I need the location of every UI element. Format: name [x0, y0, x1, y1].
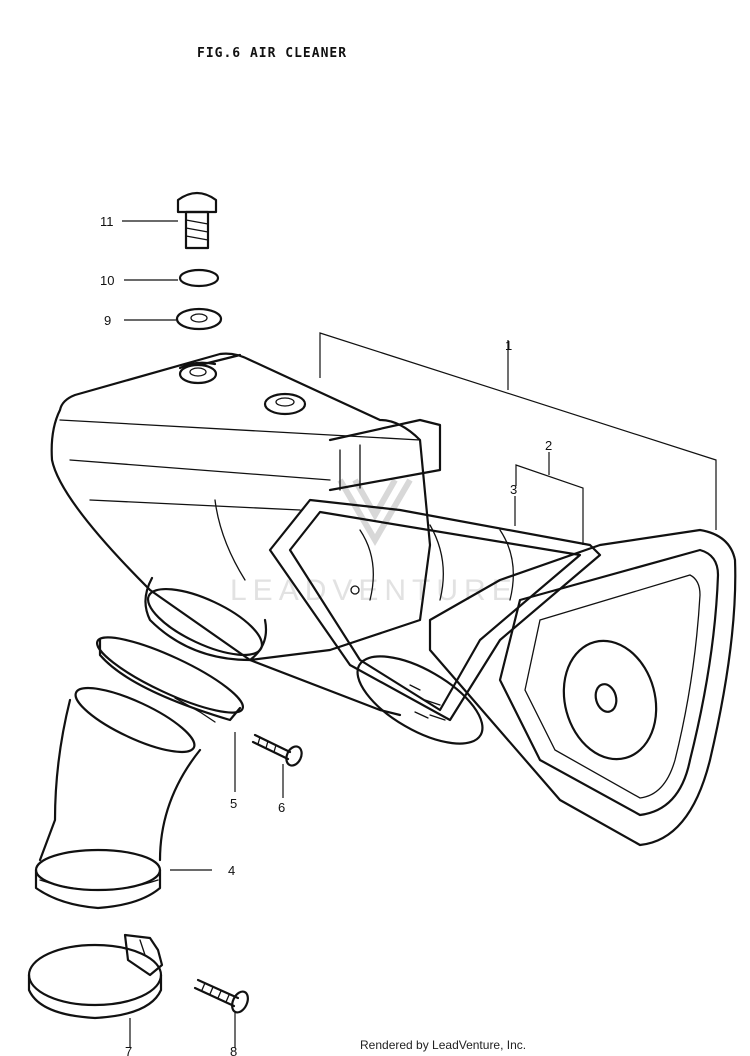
callout-6: 6 — [278, 800, 285, 815]
part-2-bracket — [515, 464, 584, 545]
leader-lines — [122, 220, 284, 1048]
callout-5: 5 — [230, 796, 237, 811]
callout-2: 2 — [545, 438, 552, 453]
part-6-screw[interactable] — [251, 733, 305, 768]
callout-8: 8 — [230, 1044, 237, 1056]
watermark: LEADVENTURE — [230, 478, 518, 607]
figure-title: FIG.6 AIR CLEANER — [197, 46, 348, 61]
part-4-hose-elbow[interactable] — [34, 676, 202, 910]
callout-7: 7 — [125, 1044, 132, 1056]
callout-9: 9 — [104, 313, 111, 328]
part-2-filter-element[interactable] — [268, 498, 602, 722]
callout-11: 11 — [100, 214, 114, 229]
callout-1: 1 — [505, 338, 512, 353]
part-1-air-cleaner-case[interactable] — [50, 352, 442, 717]
part-1-bracket — [319, 332, 717, 530]
part-3-element-frame[interactable] — [344, 639, 495, 761]
part-8-screw[interactable] — [193, 978, 251, 1015]
part-9-washer[interactable] — [175, 307, 223, 331]
front-cap[interactable] — [428, 528, 737, 847]
callout-labels: 1 2 3 4 5 6 7 8 9 10 11 — [100, 214, 552, 1056]
part-11-screw[interactable] — [176, 191, 218, 250]
part-7-clamp[interactable] — [27, 933, 164, 1020]
callout-3: 3 — [510, 482, 517, 497]
callout-10: 10 — [100, 273, 114, 288]
watermark-text: LEADVENTURE — [230, 574, 518, 607]
render-credit: Rendered by LeadVenture, Inc. — [360, 1038, 527, 1052]
part-10-lock-washer[interactable] — [178, 268, 220, 288]
callout-4: 4 — [228, 863, 235, 878]
part-5-joint-hose[interactable] — [90, 625, 250, 725]
